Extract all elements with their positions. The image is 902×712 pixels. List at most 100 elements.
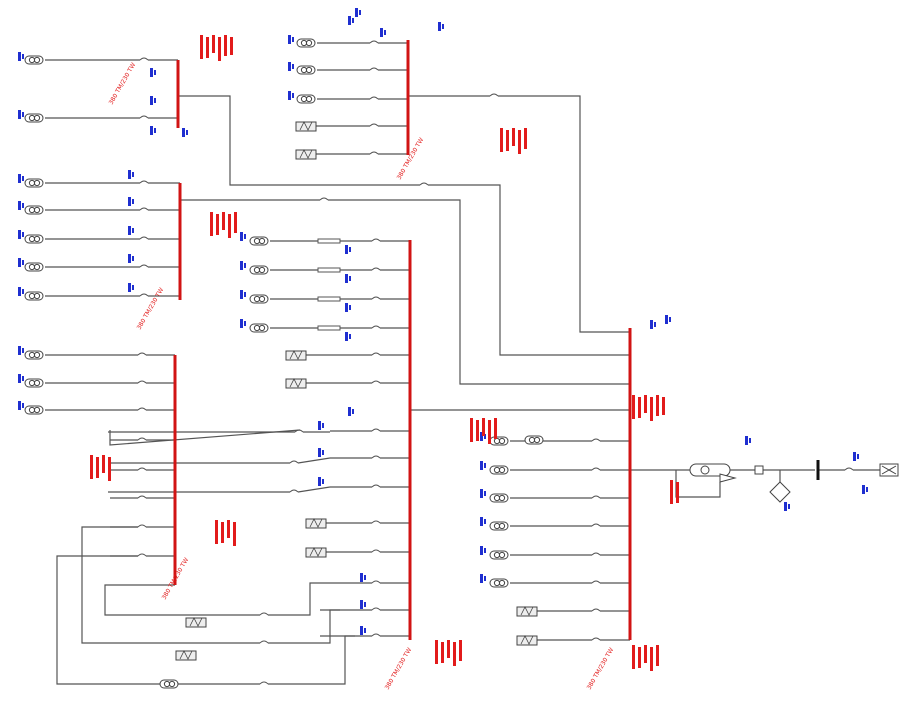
loop-1 [104, 584, 260, 616]
breaker-icon [371, 520, 381, 524]
transformer-icon [689, 463, 731, 477]
tie-wire-1 [178, 95, 420, 186]
c-box-1 [285, 350, 307, 361]
device-tag [318, 477, 324, 486]
breaker-icon [489, 93, 499, 97]
device-tag [348, 16, 354, 25]
breaker-icon [371, 607, 381, 611]
um-3-generator-icon [296, 94, 316, 104]
r-3-generator-icon [489, 493, 509, 503]
device-tag [480, 461, 486, 470]
meter-icon [754, 465, 764, 475]
um-1-generator-icon [296, 38, 316, 48]
breaker-icon [139, 207, 149, 211]
breaker-icon [137, 437, 147, 441]
device-tag [240, 290, 246, 299]
feeder-2-tag [18, 110, 24, 119]
reactor-icon [317, 238, 341, 244]
um-2-generator-icon [296, 65, 316, 75]
lm-1-generator-icon [24, 178, 44, 188]
busbar-1-caption: 380 TM/230 TW [108, 62, 138, 106]
breaker-icon [371, 484, 381, 488]
um-5-load-box-icon [295, 149, 317, 160]
loop-2b [268, 609, 340, 644]
device-tag [360, 573, 366, 582]
feeder-1-generator-icon [24, 55, 44, 65]
breaker-icon [371, 352, 381, 356]
tie-wire-1b [428, 184, 630, 356]
device-tag [182, 128, 188, 137]
device-tag [18, 174, 24, 183]
r-5-generator-icon [489, 550, 509, 560]
device-tag [862, 485, 868, 494]
data-block-3 [500, 128, 527, 154]
device-tag [355, 8, 361, 17]
loop-3 [56, 555, 260, 685]
c-2-generator-icon [249, 265, 269, 275]
breaker-icon [137, 495, 147, 499]
device-tag [128, 197, 134, 206]
ll-3-generator-icon [24, 405, 44, 415]
breaker-icon [319, 197, 329, 201]
bottom-generator-icon [159, 679, 179, 689]
lm-3-generator-icon [24, 234, 44, 244]
tie-wire-2b [498, 95, 630, 333]
c-3-generator-icon [249, 294, 269, 304]
device-tag [665, 315, 671, 324]
data-block-10 [670, 480, 679, 504]
r-1-generator-icon [489, 436, 509, 446]
device-tag [18, 201, 24, 210]
breaker-icon [137, 553, 147, 557]
r-2-generator-icon [489, 465, 509, 475]
wire [297, 486, 331, 493]
device-tag [438, 22, 444, 31]
device-tag [128, 170, 134, 179]
device-tag [18, 374, 24, 383]
device-tag [784, 502, 790, 511]
device-tag [18, 230, 24, 239]
breaker-icon [259, 681, 269, 685]
breaker-icon [371, 238, 381, 242]
breaker-icon [371, 380, 381, 384]
device-tag [480, 517, 486, 526]
device-tag [318, 448, 324, 457]
ll-2-generator-icon [24, 378, 44, 388]
breaker-icon [371, 267, 381, 271]
breaker-icon [591, 467, 601, 471]
data-block-2 [210, 212, 237, 238]
bottom-box-1 [185, 617, 207, 628]
breaker-icon [137, 524, 147, 528]
breaker-icon [371, 296, 381, 300]
device-tag [745, 436, 751, 445]
um-4-load-box-icon [295, 121, 317, 132]
breaker-icon [591, 495, 601, 499]
device-tag [150, 126, 156, 135]
tie-wire-3b [328, 199, 630, 385]
device-tag [128, 226, 134, 235]
breaker-icon [289, 489, 299, 493]
breaker-icon [369, 123, 379, 127]
breaker-icon [844, 467, 854, 471]
bottom-box-2 [175, 650, 197, 661]
breaker-icon [259, 640, 269, 644]
breaker-icon [591, 580, 601, 584]
r-box-2 [516, 635, 538, 646]
device-tag [345, 245, 351, 254]
loop-2 [81, 526, 260, 644]
data-block-5 [90, 455, 111, 481]
feeder-1-tag [18, 52, 24, 61]
r-6-generator-icon [489, 578, 509, 588]
breaker-icon [294, 429, 304, 433]
lm-2-generator-icon [24, 205, 44, 215]
busbar-5-caption: 380 TM/230 TW [384, 647, 414, 691]
data-block-7 [215, 520, 236, 546]
ll-1-generator-icon [24, 350, 44, 360]
c-box-2 [285, 378, 307, 389]
busbar-6-caption: 380 TM/230 TW [586, 647, 616, 691]
breaker-icon [139, 236, 149, 240]
device-tag [480, 489, 486, 498]
device-tag [480, 432, 486, 441]
device-tag [318, 421, 324, 430]
device-tag [650, 320, 656, 329]
